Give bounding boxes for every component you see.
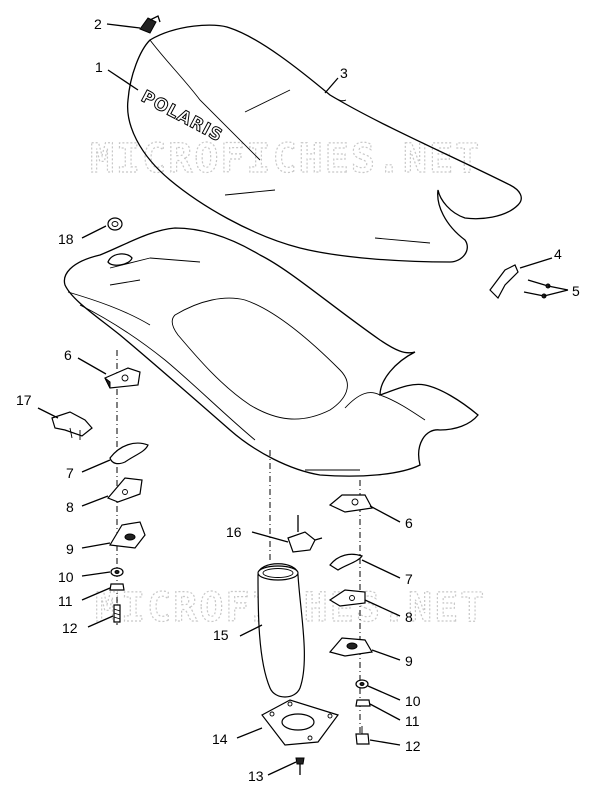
- callout-12-left: 12: [62, 620, 78, 636]
- screw-part-13: [295, 757, 305, 775]
- seat-clip-part-2: [139, 15, 161, 34]
- callouts: 2 1 3 18 4 5 6 17 7 8 9 10 11 12 16 6 7 …: [16, 16, 580, 784]
- spring-clip-part-7-left: [109, 442, 149, 465]
- washer-part-10-left: [110, 567, 124, 577]
- nut-part-11-left: [109, 583, 125, 591]
- callout-18: 18: [58, 231, 74, 247]
- bolt-part-12-right: [355, 726, 370, 745]
- callout-12-right: 12: [405, 738, 421, 754]
- plate-part-8-right: [328, 589, 366, 607]
- hinge-bracket-part-6-right: [328, 494, 373, 513]
- callout-2: 2: [94, 16, 102, 32]
- plate-part-8-left: [107, 477, 143, 503]
- latch-part-17: [51, 411, 93, 440]
- flange-plate-part-14: [261, 699, 339, 746]
- callout-15: 15: [213, 627, 229, 643]
- grommet-part-18: [107, 217, 123, 231]
- callout-5: 5: [572, 283, 580, 299]
- bracket-part-16: [287, 515, 323, 553]
- hinge-bracket-part-6-left: [104, 367, 141, 389]
- callout-11-left: 11: [58, 593, 73, 609]
- callout-4: 4: [554, 246, 562, 262]
- leader-lines: [37, 23, 569, 776]
- callout-9-left: 9: [66, 541, 74, 557]
- washer-part-10-right: [355, 679, 369, 689]
- callout-10-right: 10: [405, 693, 421, 709]
- callout-10-left: 10: [58, 569, 74, 585]
- callout-6-right: 6: [405, 515, 413, 531]
- callout-14: 14: [212, 731, 228, 747]
- bracket-part-4: [489, 264, 519, 299]
- callout-8-right: 8: [405, 609, 413, 625]
- mount-part-9-left: [109, 521, 146, 549]
- seat-base: [63, 227, 479, 477]
- callout-11-right: 11: [405, 713, 420, 729]
- callout-7-left: 7: [66, 465, 74, 481]
- callout-8-left: 8: [66, 499, 74, 515]
- callout-17: 17: [16, 392, 32, 408]
- callout-16: 16: [226, 524, 242, 540]
- callout-1: 1: [95, 59, 103, 75]
- callout-7-right: 7: [405, 571, 413, 587]
- callout-6-left: 6: [64, 347, 72, 363]
- spring-clip-part-7-right: [329, 553, 363, 571]
- callout-13: 13: [248, 768, 264, 784]
- callout-3: 3: [340, 65, 348, 81]
- mount-part-9-right: [328, 637, 373, 657]
- air-duct-part-15: [257, 563, 305, 698]
- watermark-top: MICROFICHES.NET: [90, 136, 481, 182]
- callout-9-right: 9: [405, 653, 413, 669]
- nut-part-11-right: [355, 699, 371, 707]
- bolt-part-12-left: [113, 604, 121, 623]
